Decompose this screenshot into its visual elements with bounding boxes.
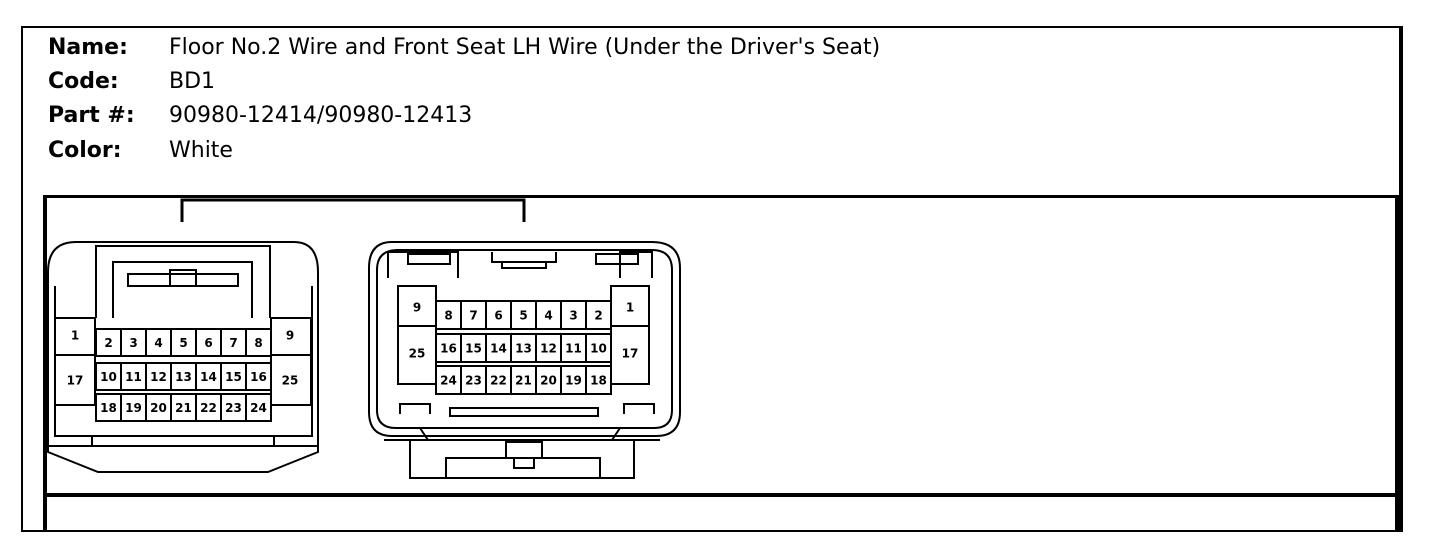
left-bottom-rail	[48, 436, 318, 447]
left-pin-label: 7	[229, 336, 237, 350]
right-pin-cell	[585, 333, 612, 363]
left-pin-label: 20	[150, 401, 167, 415]
right-pin-label: 13	[515, 342, 532, 356]
right-latch-slot-right	[595, 253, 639, 265]
right-latch-slot-left	[407, 253, 451, 265]
right-pin-label: 18	[590, 374, 607, 388]
right-pin-label: 2	[594, 309, 602, 323]
part-number-label: Part #:	[48, 103, 135, 128]
right-pin-label: 24	[440, 374, 457, 388]
right-pin-label: 7	[469, 309, 477, 323]
right-pin-label: 6	[494, 309, 502, 323]
code-value: BD1	[169, 69, 216, 94]
left-pin-label: 6	[204, 336, 212, 350]
left-pin-label: 18	[100, 401, 117, 415]
right-release-tab	[445, 441, 601, 478]
left-latch	[127, 273, 239, 287]
right-pin-label: 10	[590, 342, 607, 356]
left-pin-cell	[245, 328, 272, 357]
name-value: Floor No.2 Wire and Front Seat LH Wire (…	[169, 35, 881, 60]
right-pin-cell	[585, 300, 612, 330]
right-pin-label: 11	[565, 342, 582, 356]
right-bottom-tabs	[399, 403, 655, 414]
right-side-pin-label: 17	[622, 347, 639, 361]
right-pin-label: 3	[569, 309, 577, 323]
right-side-pin-label: 1	[626, 301, 634, 315]
left-pin-label: 23	[225, 401, 242, 415]
right-pin-grid	[435, 300, 612, 395]
left-pin-label: 12	[150, 370, 167, 384]
right-pin-label: 12	[540, 342, 557, 356]
right-housing-inner	[376, 249, 673, 429]
panel-divider	[43, 493, 1399, 497]
left-pin-label: 4	[154, 336, 162, 350]
color-value: White	[169, 138, 233, 163]
left-pin-label: 19	[125, 401, 142, 415]
left-side-pin-label: 17	[67, 374, 84, 388]
left-side-pin-label: 9	[286, 329, 294, 343]
left-housing-outline	[47, 241, 319, 473]
connector-right	[368, 241, 681, 479]
left-pin-label: 10	[100, 370, 117, 384]
right-pin-label: 8	[444, 309, 452, 323]
right-side-pin-label: 25	[409, 347, 426, 361]
right-pin-label: 4	[544, 309, 552, 323]
left-pin-label: 13	[175, 370, 192, 384]
right-pin-cell	[585, 365, 612, 395]
left-side-pin-label: 1	[71, 329, 79, 343]
left-pin-label: 21	[175, 401, 192, 415]
code-label: Code:	[48, 69, 119, 94]
left-pin-label: 15	[225, 370, 242, 384]
right-pin-label: 19	[565, 374, 582, 388]
right-pin-label: 21	[515, 374, 532, 388]
color-label: Color:	[48, 138, 122, 163]
connector-left	[47, 241, 319, 473]
right-latch-center	[491, 252, 557, 269]
left-pin-grid	[95, 328, 272, 422]
left-side-cells	[54, 317, 312, 406]
right-housing-outline	[368, 241, 681, 437]
left-latch-center	[169, 269, 197, 287]
right-bottom-bar	[449, 407, 599, 417]
right-pin-label: 16	[440, 342, 457, 356]
pairing-bracket	[180, 198, 526, 222]
right-side-pin-label: 9	[413, 301, 421, 315]
right-release-skirt	[384, 427, 660, 479]
left-pin-label: 5	[179, 336, 187, 350]
right-pin-label: 22	[490, 374, 507, 388]
left-pin-label: 22	[200, 401, 217, 415]
left-pin-label: 24	[250, 401, 267, 415]
left-pin-label: 16	[250, 370, 267, 384]
left-pin-label: 3	[129, 336, 137, 350]
right-pin-label: 14	[490, 342, 507, 356]
left-lock-inner	[112, 261, 253, 318]
part-number-value: 90980-12414/90980-12413	[169, 103, 473, 128]
left-pin-label: 8	[254, 336, 262, 350]
left-side-pin-label: 25	[282, 374, 299, 388]
left-pin-label: 11	[125, 370, 142, 384]
left-pin-cell	[245, 362, 272, 391]
diagram-panel	[43, 195, 1399, 532]
left-pin-label: 14	[200, 370, 217, 384]
right-pin-label: 15	[465, 342, 482, 356]
right-pin-label: 23	[465, 374, 482, 388]
right-pin-label: 5	[519, 309, 527, 323]
left-pin-cell	[245, 393, 272, 422]
right-pin-label: 20	[540, 374, 557, 388]
connector-info-frame	[21, 26, 1403, 532]
name-label: Name:	[48, 35, 128, 60]
left-pin-label: 2	[104, 336, 112, 350]
left-lock-outer	[95, 245, 271, 318]
